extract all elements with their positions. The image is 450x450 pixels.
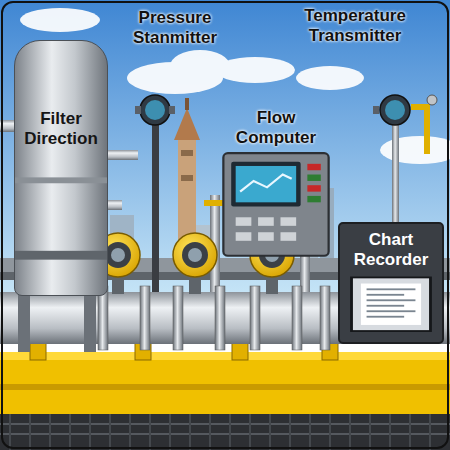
- skid-frame-part: [0, 352, 450, 414]
- component-name: Chart Recorder: [344, 230, 438, 269]
- main-pipe-part: [320, 286, 330, 350]
- paper-window: [352, 278, 431, 332]
- chart-paper: [361, 284, 421, 325]
- panel-housing: [223, 153, 328, 256]
- main-pipe-part: [250, 286, 260, 350]
- component-label: Temperature Transmitter: [280, 6, 430, 45]
- flow-meters-part: [182, 242, 208, 268]
- floor-grating: [0, 414, 450, 450]
- component-label: Pressure Stanmitter: [100, 8, 250, 47]
- flow-meters-part: [188, 248, 202, 262]
- screen: [236, 166, 296, 202]
- floor-grating-part: [0, 424, 450, 434]
- paper-line: [367, 299, 416, 301]
- skid-frame-part: [0, 384, 450, 390]
- filter-body: [15, 148, 107, 295]
- panel-key: [258, 232, 274, 241]
- paper-line: [367, 294, 405, 296]
- paper-line: [367, 305, 405, 307]
- city-skyline-part: [174, 108, 200, 140]
- computer-body: [220, 151, 332, 258]
- temperature-transmitter-part: [424, 104, 430, 154]
- floor-grating-part: [10, 414, 430, 450]
- temperature-transmitter-part: [385, 100, 405, 120]
- clouds-part: [20, 8, 100, 32]
- flow-meters-part: [111, 248, 125, 262]
- clouds-part: [215, 57, 295, 83]
- panel-key: [280, 232, 296, 241]
- main-pipe-part: [140, 286, 150, 350]
- panel-button: [307, 164, 320, 170]
- temperature-transmitter-part: [380, 95, 410, 125]
- city-skyline-part: [181, 150, 193, 156]
- main-pipe-part: [292, 286, 302, 350]
- pressure-transmitter-part: [140, 95, 170, 125]
- panel-key: [280, 217, 296, 226]
- city-skyline: [110, 98, 334, 265]
- temperature-transmitter-part: [373, 106, 379, 114]
- main-pipe-part: [173, 286, 183, 350]
- panel-button: [307, 185, 320, 191]
- flow-meters-part: [105, 242, 131, 268]
- chart-recorder: Chart Recorder: [338, 222, 444, 344]
- skid-frame: [0, 340, 450, 414]
- pressure-transmitter-part: [152, 120, 159, 292]
- pressure-transmitter: [135, 95, 175, 292]
- vessel-band: [15, 177, 107, 183]
- pressure-transmitter-part: [145, 100, 165, 120]
- flow-computer: Flow Computer: [220, 108, 332, 258]
- floor-grating-part: [0, 414, 450, 450]
- pressure-transmitter-part: [135, 106, 141, 114]
- screen-trace: [240, 175, 292, 192]
- flow-meters-part: [173, 233, 217, 277]
- filter-vessel: Filter Direction: [14, 40, 108, 296]
- panel-button: [307, 196, 320, 202]
- main-pipe-part: [215, 286, 225, 350]
- panel-key: [236, 232, 252, 241]
- recorder-graphic: [344, 275, 438, 336]
- temperature-transmitter-part: [427, 95, 437, 105]
- filter-base-part: [84, 292, 96, 352]
- clouds-part: [296, 66, 364, 90]
- city-skyline-part: [181, 175, 193, 181]
- recorder-body: [344, 275, 438, 336]
- panel-button: [307, 175, 320, 181]
- city-skyline-part: [185, 98, 189, 110]
- computer-graphic: [220, 151, 332, 258]
- temperature-transmitter: [373, 95, 437, 222]
- clouds-part: [380, 136, 450, 164]
- temperature-transmitter-part: [392, 122, 399, 222]
- paper-line: [367, 316, 405, 318]
- component-name: Filter Direction: [15, 109, 107, 148]
- skid-frame-part: [0, 352, 450, 360]
- component-name: Flow Computer: [220, 108, 332, 147]
- panel-key: [258, 217, 274, 226]
- pressure-transmitter-part: [169, 106, 175, 114]
- filter-base-part: [18, 292, 30, 352]
- paper-line: [367, 310, 416, 312]
- filter-graphic: [15, 148, 107, 295]
- vessel-band: [15, 251, 107, 260]
- paper-line: [367, 288, 416, 290]
- panel-key: [236, 217, 252, 226]
- screen-bezel: [231, 162, 300, 207]
